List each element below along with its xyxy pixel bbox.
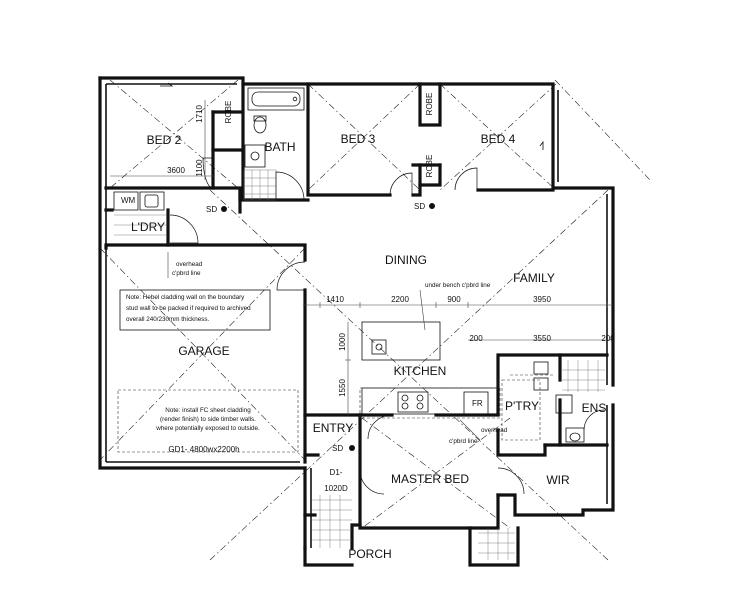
hebel-note-line: stud wall to be packed if required to ar…: [126, 305, 251, 312]
room-entry: ENTRY: [313, 421, 353, 435]
bathroom-fixtures: [243, 87, 305, 201]
dimension-label: 3550: [533, 334, 551, 343]
fc-note-line: where potentially exposed to outside.: [155, 425, 260, 432]
dimension-label: 3950: [533, 295, 551, 304]
dimension-label: 200: [601, 334, 615, 343]
entry-door-label: 1020D: [324, 484, 348, 493]
room-family: FAMILY: [513, 271, 555, 285]
under-bench-note: under bench c'pbrd line: [425, 282, 491, 289]
laundry-tiles: [114, 214, 166, 236]
room-wir: WIR: [546, 473, 570, 487]
room-dining: DINING: [385, 253, 427, 267]
hebel-note-line: overall 240/230mm thickness.: [126, 316, 210, 323]
direction-arrows: [160, 82, 544, 150]
dimension-label: 1710: [195, 105, 204, 123]
room-bed2: BED 2: [147, 133, 182, 147]
room-bed4: BED 4: [481, 132, 516, 146]
room-kitchen: KITCHEN: [394, 364, 447, 378]
room-bed3: BED 3: [341, 132, 376, 146]
room-bath: BATH: [264, 140, 295, 154]
dimension-label: 1550: [338, 379, 347, 397]
dimension-label: 3600: [167, 166, 185, 175]
shower-tiles: [243, 169, 277, 201]
smoke-detector-label: SD: [206, 205, 217, 214]
room-laundry: L'DRY: [131, 220, 165, 234]
overhead-cupboard-note: c'pbrd line: [449, 438, 478, 445]
doors: [202, 157, 605, 495]
laundry-fixtures: [113, 191, 199, 244]
room-master-bed: MASTER BED: [391, 472, 469, 486]
hebel-note-line: Note: Hebel cladding wall on the boundar…: [126, 294, 245, 301]
garage-door-label: GD1- 4800wx2200h: [168, 445, 239, 454]
porch-tiles: [303, 495, 520, 567]
dimension-label: 2200: [391, 295, 409, 304]
ensuite-fixtures: [501, 360, 605, 443]
fc-note-line: Note: install FC sheet cladding: [165, 407, 251, 414]
overhead-cupboard-note: overhead: [481, 427, 508, 434]
room-garage: GARAGE: [178, 344, 229, 358]
robe-label: ROBE: [425, 93, 434, 116]
washing-machine-label: WM: [121, 196, 136, 205]
interior-walls: [104, 82, 609, 527]
dimension-label: 1100: [195, 159, 204, 177]
hebel-note-box: [119, 289, 271, 331]
dimension-label: 900: [447, 295, 461, 304]
room-ensuite: ENS: [582, 401, 607, 415]
room-diagonals: [99, 79, 651, 561]
exterior-walls: [98, 76, 615, 550]
dimension-lines: [110, 100, 613, 441]
smoke-detector-marks: [221, 203, 435, 451]
fc-note-line: (render finish) to side timber walls.: [160, 416, 256, 423]
entry-door-label: D1-: [330, 468, 343, 477]
dimension-label: 1410: [326, 295, 344, 304]
overhead-cupboard-note: c'pbrd line: [172, 270, 201, 277]
fridge-label: FR: [472, 399, 483, 408]
room-pantry: P'TRY: [505, 399, 539, 413]
dimension-label: 1000: [338, 333, 347, 351]
smoke-detector-label: SD: [332, 444, 343, 453]
robe-label: ROBE: [224, 101, 233, 124]
fc-note-box: [117, 389, 299, 453]
overhead-cupboard-note: overhead: [176, 261, 203, 268]
dimension-label: 200: [469, 334, 483, 343]
smoke-detector-label: SD: [414, 202, 425, 211]
room-porch: PORCH: [348, 547, 391, 561]
kitchen-fixtures: [359, 321, 555, 419]
robe-label: ROBE: [425, 155, 434, 178]
ensuite-tiles: [562, 360, 605, 392]
